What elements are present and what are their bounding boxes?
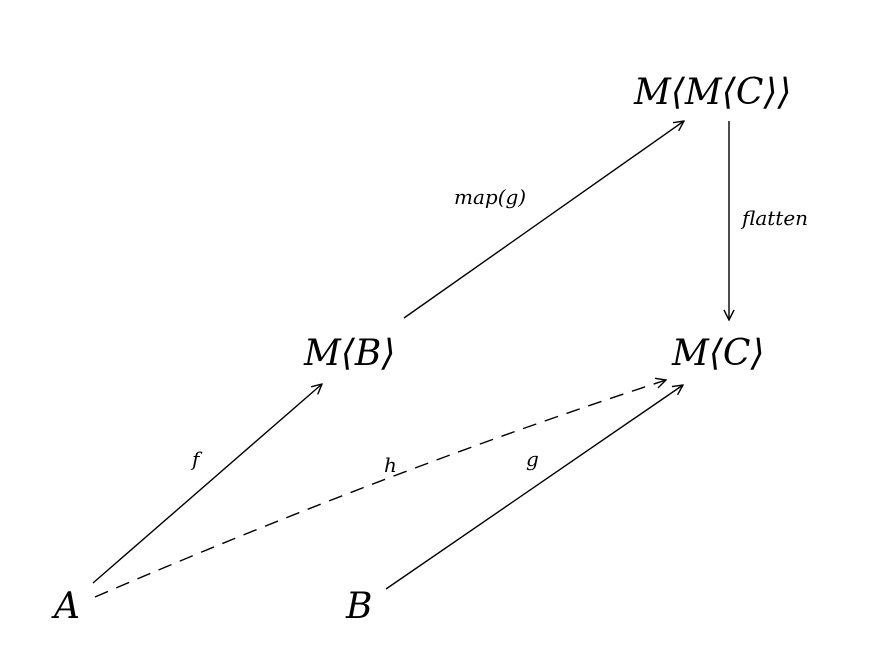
node-M-B: M⟨B⟩: [303, 333, 395, 374]
edge-map-g: [403, 121, 684, 319]
label-flatten: flatten: [740, 206, 808, 230]
label-h: h: [384, 453, 397, 477]
edge-h: [94, 380, 666, 598]
label-g: g: [526, 447, 539, 471]
edge-f: [92, 384, 322, 584]
node-M-C: M⟨C⟩: [671, 333, 765, 374]
label-f: f: [190, 447, 203, 471]
label-map-g: map(g): [454, 185, 526, 209]
edge-g: [385, 385, 683, 590]
node-M-M-C: M⟨M⟨C⟩⟩: [633, 72, 791, 113]
node-A: A: [51, 586, 80, 627]
node-B: B: [345, 586, 372, 627]
